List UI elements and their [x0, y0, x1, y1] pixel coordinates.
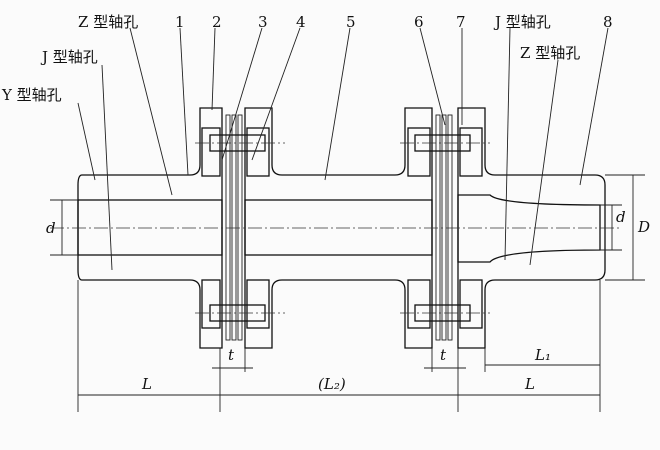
label-z-bore-left: Z 型轴孔 [78, 13, 138, 31]
part-number-3: 3 [258, 13, 268, 31]
part-number-5: 5 [346, 13, 356, 31]
label-j-bore-left: J 型轴孔 [40, 48, 98, 66]
part-number-2: 2 [212, 13, 222, 31]
part-number-1: 1 [175, 13, 185, 31]
dim-d-left: d [46, 219, 56, 237]
dim-d-right: d [616, 208, 626, 226]
dimension-lines [50, 174, 645, 412]
dim-D: D [637, 218, 650, 236]
dim-L1: L₁ [534, 346, 551, 364]
dim-L2: (L₂) [318, 375, 346, 393]
part-number-8: 8 [603, 13, 613, 31]
label-j-bore-right: J 型轴孔 [493, 13, 551, 31]
bolts [195, 134, 490, 322]
label-z-bore-right: Z 型轴孔 [520, 44, 580, 62]
dim-t-left: t [228, 346, 235, 364]
disc-pack-right [435, 114, 453, 341]
label-y-bore-left: Y 型轴孔 [1, 86, 62, 104]
part-number-7: 7 [456, 13, 466, 31]
part-number-6: 6 [414, 13, 424, 31]
left-hub [77, 107, 223, 349]
leader-lines [77, 27, 609, 271]
dim-t-right: t [440, 346, 447, 364]
dim-L-left: L [141, 375, 152, 393]
part-number-4: 4 [296, 13, 306, 31]
dim-L-right: L [524, 375, 535, 393]
disc-pack-left [225, 114, 243, 341]
